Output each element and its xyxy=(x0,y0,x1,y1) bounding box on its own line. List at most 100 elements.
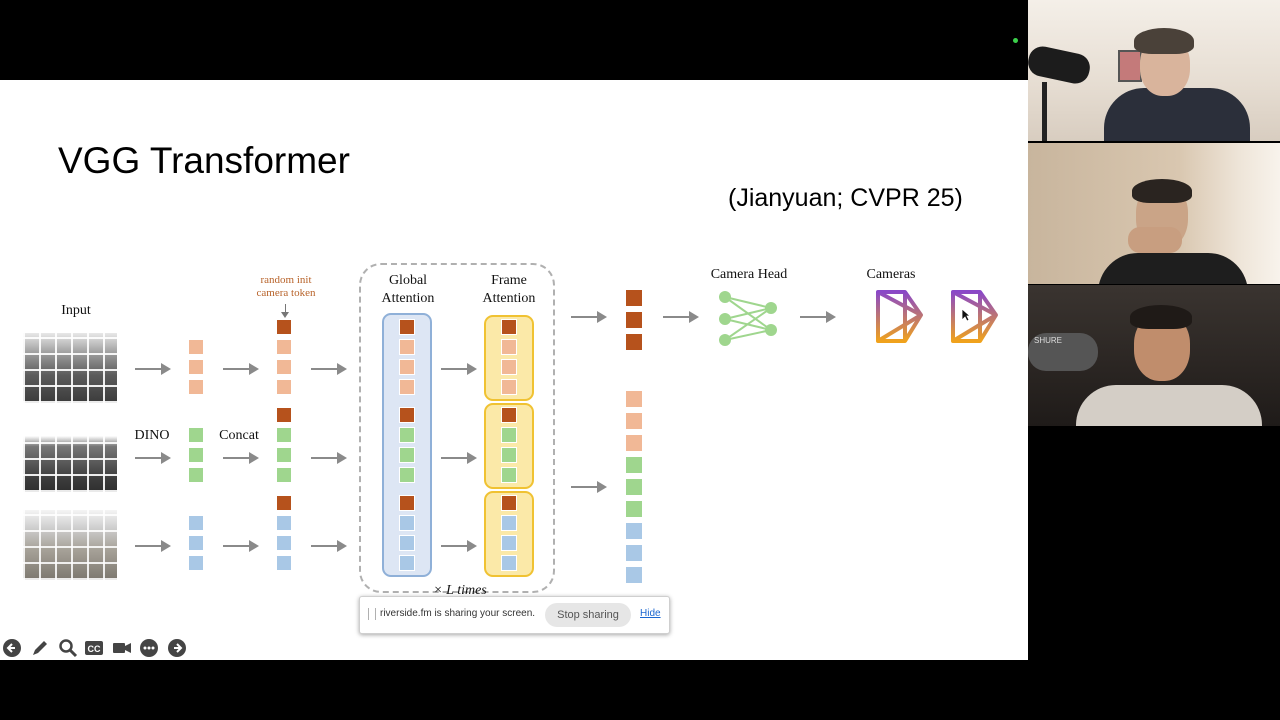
arrow xyxy=(223,452,259,464)
camera-head-label: Camera Head xyxy=(710,267,788,282)
patch-token xyxy=(501,359,517,375)
participant-video-3[interactable]: SHURE xyxy=(1028,285,1280,426)
arrow xyxy=(223,363,259,375)
patch-token xyxy=(188,447,204,463)
mouse-cursor-icon xyxy=(961,308,971,322)
arrow xyxy=(135,363,171,375)
camera-token xyxy=(501,319,517,335)
arrow xyxy=(311,363,347,375)
forward-icon[interactable] xyxy=(167,638,187,658)
input-label: Input xyxy=(61,303,91,318)
share-status-text: riverside.fm is sharing your screen. xyxy=(380,608,536,619)
patch-token xyxy=(399,515,415,531)
person-hair xyxy=(1130,305,1192,329)
patch-token xyxy=(276,379,292,395)
mic-stand xyxy=(1042,82,1047,141)
patch-token xyxy=(276,467,292,483)
patch-token xyxy=(399,359,415,375)
slide-title: VGG Transformer xyxy=(58,140,350,181)
person-body xyxy=(1098,253,1248,284)
input-image-3 xyxy=(23,510,117,580)
arrow xyxy=(571,481,607,493)
camera-frustum-icon xyxy=(951,290,998,343)
patch-token xyxy=(399,379,415,395)
camera-token xyxy=(399,319,415,335)
patch-token xyxy=(188,379,204,395)
patch-token xyxy=(188,535,204,551)
patch-token xyxy=(399,427,415,443)
patch-token xyxy=(276,359,292,375)
patch-token xyxy=(625,522,643,540)
captions-icon[interactable]: CC xyxy=(84,638,104,658)
camera-active-indicator xyxy=(1013,38,1018,43)
patch-token xyxy=(625,390,643,408)
pen-icon[interactable] xyxy=(30,638,50,658)
alternating-attention-block xyxy=(359,263,555,593)
patch-token xyxy=(501,535,517,551)
camera-token xyxy=(625,333,643,351)
arrow xyxy=(135,540,171,552)
patch-token xyxy=(625,544,643,562)
person-body xyxy=(1104,88,1250,141)
zoom-icon[interactable] xyxy=(58,638,78,658)
patch-token xyxy=(501,379,517,395)
patch-token xyxy=(625,478,643,496)
dino-label: DINO xyxy=(134,428,170,443)
participant-video-2[interactable] xyxy=(1028,143,1280,284)
participant-videos: SHURE xyxy=(1028,0,1280,426)
arrow xyxy=(311,452,347,464)
hide-button[interactable]: Hide xyxy=(640,608,661,619)
patch-token xyxy=(276,427,292,443)
patch-token xyxy=(625,566,643,584)
back-icon[interactable] xyxy=(2,638,22,658)
patch-token xyxy=(276,555,292,571)
patch-token xyxy=(399,467,415,483)
patch-token xyxy=(399,535,415,551)
patch-token xyxy=(188,359,204,375)
patch-token xyxy=(276,447,292,463)
camera-icon[interactable] xyxy=(112,638,132,658)
patch-token xyxy=(501,555,517,571)
concat-label: Concat xyxy=(219,428,259,443)
camera-token xyxy=(399,495,415,511)
more-icon[interactable] xyxy=(139,638,159,658)
drag-handle-icon[interactable] xyxy=(368,608,376,620)
camera-token xyxy=(625,289,643,307)
patch-token xyxy=(188,339,204,355)
patch-token xyxy=(188,427,204,443)
token-pointer-head xyxy=(281,312,289,318)
camera-token xyxy=(501,407,517,423)
camera-token xyxy=(399,407,415,423)
arrow xyxy=(800,311,836,323)
cameras-label: Cameras xyxy=(866,267,916,282)
patch-token xyxy=(276,515,292,531)
global-attention-label: Global Attention xyxy=(381,273,435,306)
input-image-1 xyxy=(23,333,117,403)
patch-token xyxy=(625,412,643,430)
camera-head-network-icon xyxy=(719,291,777,346)
microphone xyxy=(1028,43,1093,87)
arrow xyxy=(135,452,171,464)
patch-token xyxy=(276,535,292,551)
arrow xyxy=(441,540,477,552)
camera-token-label: random init camera token xyxy=(256,274,316,299)
frame-attention-label: Frame Attention xyxy=(482,273,536,306)
arrow xyxy=(441,363,477,375)
person-hand xyxy=(1128,227,1182,253)
patch-token xyxy=(501,339,517,355)
loop-count-label: × L times xyxy=(433,583,487,598)
input-image-2 xyxy=(23,422,117,492)
patch-token xyxy=(625,500,643,518)
arrow xyxy=(223,540,259,552)
camera-token xyxy=(501,495,517,511)
patch-token xyxy=(399,447,415,463)
camera-token xyxy=(276,495,292,511)
participant-video-1[interactable] xyxy=(1028,0,1280,141)
patch-token xyxy=(501,467,517,483)
arrow xyxy=(441,452,477,464)
arrow xyxy=(663,311,699,323)
camera-token xyxy=(276,319,292,335)
wall-picture xyxy=(1118,50,1142,82)
patch-token xyxy=(276,339,292,355)
stop-sharing-button[interactable]: Stop sharing xyxy=(545,603,631,627)
